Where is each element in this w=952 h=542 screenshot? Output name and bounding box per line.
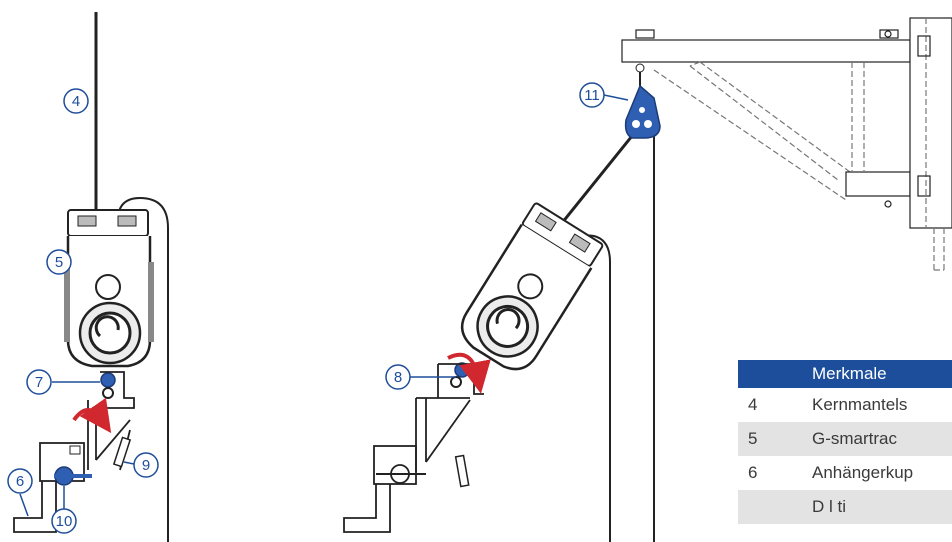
- svg-text:8: 8: [394, 369, 402, 386]
- features-row: 4 Kernmantels: [738, 388, 952, 422]
- features-row-label: D l ti: [812, 497, 846, 516]
- wall-bracket: [621, 17, 952, 271]
- middle-assembly: [343, 125, 655, 542]
- rope-loop-left: [117, 196, 169, 542]
- features-row-label: Kernmantels: [812, 395, 908, 414]
- svg-text:4: 4: [72, 93, 80, 110]
- svg-text:10: 10: [56, 513, 73, 530]
- features-row-num: 4: [748, 395, 758, 414]
- left-assembly: [13, 12, 169, 542]
- rotation-arrow-middle: [447, 352, 491, 394]
- callout-7: 7: [26, 369, 100, 395]
- features-row: 6 Anhängerkup: [738, 456, 952, 490]
- svg-text:7: 7: [35, 374, 43, 391]
- svg-text:6: 6: [16, 473, 24, 490]
- callout-9: 9: [123, 452, 159, 478]
- callout-4: 4: [63, 88, 89, 114]
- callout-11: 11: [579, 82, 629, 108]
- smartrac-device-left: [64, 209, 154, 368]
- svg-text:5: 5: [55, 254, 63, 271]
- callout-5: 5: [46, 249, 72, 275]
- callout-8: 8: [385, 364, 456, 390]
- features-row-num: 6: [748, 463, 758, 482]
- svg-text:9: 9: [142, 457, 150, 474]
- rotation-arrow-left: [72, 397, 112, 434]
- smartrac-device-middle: [460, 202, 604, 371]
- features-table: Merkmale 4 Kernmantels 5 G-smartrac 6 An…: [738, 360, 952, 524]
- clamp-middle: [343, 352, 491, 533]
- features-row-num: 5: [748, 429, 758, 448]
- features-row: 5 G-smartrac: [738, 422, 952, 456]
- callout-6: 6: [7, 468, 33, 517]
- callout-10: 10: [51, 486, 77, 534]
- features-header: Merkmale: [738, 360, 952, 388]
- svg-text:11: 11: [584, 87, 600, 104]
- features-row-label: G-smartrac: [812, 429, 897, 448]
- clamp-left: [13, 371, 135, 533]
- features-row-label: Anhängerkup: [812, 463, 914, 482]
- pulley-11: [624, 63, 661, 139]
- features-header-title: Merkmale: [812, 364, 887, 383]
- features-row: D l ti: [738, 490, 952, 524]
